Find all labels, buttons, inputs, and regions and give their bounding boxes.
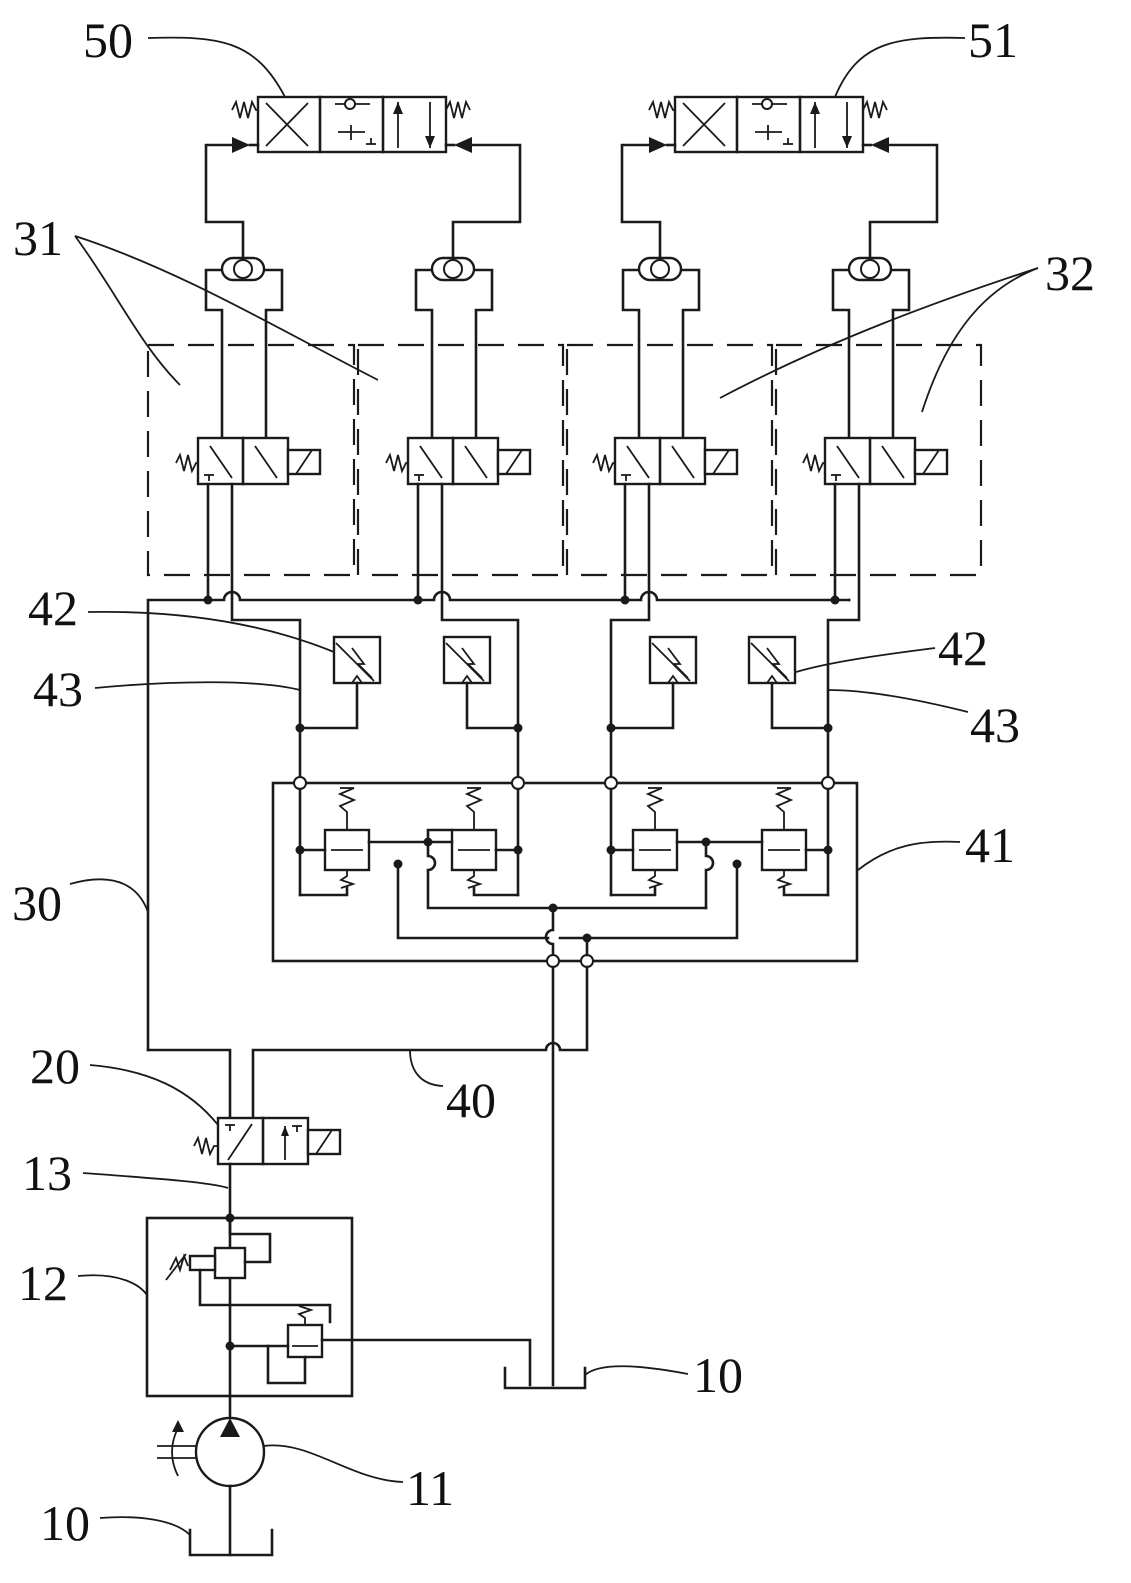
directional-valve-51 — [620, 95, 939, 260]
shuttle-valve-2 — [414, 256, 494, 440]
label-12: 12 — [18, 1255, 68, 1311]
solenoid-valve-2 — [385, 436, 532, 486]
label-42-right: 42 — [938, 620, 988, 676]
label-43-left: 43 — [33, 661, 83, 717]
label-41: 41 — [965, 817, 1015, 873]
label-11: 11 — [406, 1460, 454, 1516]
pressure-sensors-42 — [295, 635, 833, 733]
label-40: 40 — [446, 1072, 496, 1128]
dashed-group-32 — [565, 343, 983, 577]
solenoid-valve-3 — [592, 436, 739, 486]
shuttle-valve-3 — [621, 256, 701, 440]
solenoid-valve-4 — [802, 436, 949, 486]
tank-10-bottom — [188, 1528, 274, 1557]
tank-10-right — [503, 1366, 587, 1390]
pump-11 — [157, 1416, 266, 1557]
directional-valve-50 — [204, 95, 522, 260]
valve-module-41 — [271, 776, 859, 968]
label-30: 30 — [12, 875, 62, 931]
label-20: 20 — [30, 1038, 80, 1094]
label-43-right: 43 — [970, 697, 1020, 753]
label-51: 51 — [968, 12, 1018, 68]
solenoid-valve-1 — [175, 436, 322, 486]
label-42-left: 42 — [28, 580, 78, 636]
reference-labels: 50 51 31 32 42 42 43 43 41 30 20 40 13 1… — [12, 12, 1095, 1551]
shuttle-valve-1 — [204, 256, 284, 440]
label-13: 13 — [22, 1145, 72, 1201]
leader-lines — [69, 36, 1039, 1536]
line-40 — [146, 965, 589, 1387]
label-50: 50 — [83, 12, 133, 68]
label-10-bottom: 10 — [40, 1495, 90, 1551]
label-31: 31 — [13, 210, 63, 266]
label-32: 32 — [1045, 245, 1095, 301]
valve-20 — [193, 1116, 342, 1220]
supply-line-30 — [146, 482, 861, 1052]
relief-block-12 — [145, 1213, 532, 1422]
shuttle-valve-4 — [831, 256, 911, 440]
dashed-group-31 — [146, 343, 565, 577]
label-10-right: 10 — [693, 1347, 743, 1403]
